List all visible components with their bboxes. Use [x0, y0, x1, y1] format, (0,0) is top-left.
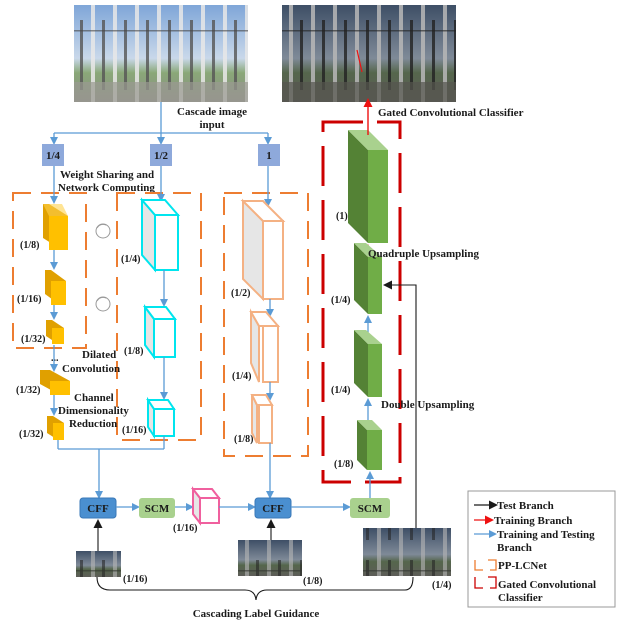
green-block-3: [354, 330, 382, 397]
green-block-4: [357, 420, 382, 470]
weight-sharing-icon-1: [95, 223, 111, 239]
svg-text:Classifier: Classifier: [498, 592, 543, 604]
reduction-label-3: Reduction: [69, 418, 117, 430]
green-block-label: (1/4): [331, 385, 350, 396]
thumb-label: (1/8): [303, 576, 322, 587]
svg-text:Training Branch: Training Branch: [494, 515, 572, 527]
cyan-block-label: (1/4): [121, 254, 140, 265]
weight-sharing-label-2: Network Computing: [58, 182, 155, 194]
svg-text:CFF: CFF: [87, 503, 109, 515]
svg-text:Training and Testing: Training and Testing: [497, 529, 595, 541]
merge-arrows-1: [57, 436, 165, 499]
cyan-block-label: (1/16): [122, 425, 146, 436]
green-block-2: [354, 243, 382, 314]
svg-text:SCM: SCM: [358, 503, 383, 515]
double-label: Double Upsampling: [381, 399, 475, 411]
svg-text:1/2: 1/2: [154, 150, 169, 162]
label-thumb-1-4: [363, 528, 451, 576]
green-block-label: (1/4): [331, 295, 350, 306]
svg-text:PP-LCNet: PP-LCNet: [498, 560, 547, 572]
svg-text:CFF: CFF: [262, 503, 284, 515]
yellow-block-label: (1/8): [20, 240, 39, 251]
scm-box-2: SCM: [350, 498, 390, 518]
peach-block-1-8: [250, 394, 274, 444]
yellow-block-1-8: [43, 204, 68, 250]
scale-box-quarter: 1/4: [42, 144, 64, 166]
pink-block-label: (1/16): [173, 523, 197, 534]
thumb-label: (1/16): [123, 574, 147, 585]
cff-box-1: CFF: [79, 497, 117, 519]
cyan-block-label: (1/8): [124, 346, 143, 357]
legend-item-test: Test Branch: [474, 500, 554, 512]
guidance-caption: Cascading Label Guidance: [193, 608, 320, 620]
dilated-label-2: Convolution: [62, 363, 120, 375]
legend-item-training: Training Branch: [474, 515, 572, 527]
branch-full: (1/2) (1/4) (1/8): [231, 166, 286, 499]
pplcnet-bracket-quarter: [12, 192, 87, 349]
green-block-label: (1/8): [334, 459, 353, 470]
branch-quarter: (1/8) (1/16) (1/32) ... Dilated Convolut…: [16, 166, 129, 440]
green-block-1: [348, 130, 388, 243]
scale-box-full: 1: [258, 144, 280, 166]
input-image: [74, 5, 248, 102]
svg-text:Gated Convolutional: Gated Convolutional: [498, 579, 596, 591]
peach-block-label: (1/4): [232, 371, 251, 382]
legend-item-train-test: Training and Testing Branch: [474, 529, 595, 554]
weight-sharing-label-1: Weight Sharing and: [60, 169, 154, 181]
output-image: [282, 5, 456, 102]
yellow-block-1-16: [45, 270, 66, 305]
cff-box-2: CFF: [254, 497, 292, 519]
yellow-block-label: (1/32): [21, 334, 45, 345]
quadruple-label: Quadruple Upsampling: [368, 248, 479, 260]
label-thumb-1-8: [238, 540, 302, 576]
peach-block-1-2: [240, 198, 286, 302]
legend: Test Branch Training Branch Training and…: [467, 490, 616, 608]
thumb-label: (1/4): [432, 580, 451, 591]
yellow-block-1-32-a: [46, 320, 64, 344]
peach-block-1-4: [249, 308, 281, 383]
yellow-block-label: (1/32): [16, 385, 40, 396]
cyan-block-1-4: [139, 197, 181, 273]
svg-text:Test Branch: Test Branch: [497, 500, 554, 512]
svg-text:1/4: 1/4: [46, 150, 61, 162]
output-label: Gated Convolutional Classifier: [378, 107, 524, 119]
pink-block-1-16: [190, 486, 222, 526]
legend-item-gcc: Gated Convolutional Classifier: [474, 576, 596, 604]
cyan-block-1-8: [143, 304, 177, 360]
scale-box-half: 1/2: [150, 144, 172, 166]
decoder: (1) (1/4) Quadruple Upsampling (1/4) Dou…: [331, 98, 479, 498]
cyan-block-1-16: [146, 396, 176, 440]
pplcnet-bracket-full: [223, 192, 309, 457]
peach-block-label: (1/8): [234, 434, 253, 445]
svg-text:1: 1: [266, 150, 272, 162]
reduction-label-2: Dimensionality: [58, 405, 129, 417]
legend-item-pplcnet: PP-LCNet: [474, 559, 547, 572]
yellow-block-label: (1/16): [17, 294, 41, 305]
svg-text:SCM: SCM: [145, 503, 170, 515]
svg-text:Branch: Branch: [497, 542, 532, 554]
branch-half: (1/4) (1/8) (1/16): [121, 166, 181, 440]
pplcnet-bracket-half: [116, 192, 202, 441]
green-block-label: (1): [336, 211, 348, 222]
weight-sharing-icon-2: [95, 296, 111, 312]
yellow-block-label: (1/32): [19, 429, 43, 440]
gcc-bracket: [321, 120, 402, 484]
reduction-label-1: Channel: [74, 392, 114, 404]
yellow-block-1-32-c: [47, 416, 64, 440]
scm-box-1: SCM: [139, 498, 175, 518]
ellipsis: ...: [51, 353, 59, 364]
dilated-label-1: Dilated: [82, 349, 116, 361]
label-thumb-1-16: [76, 551, 121, 577]
peach-block-label: (1/2): [231, 288, 250, 299]
test-branch-arrow: [383, 280, 417, 528]
guidance-brace: [96, 576, 414, 601]
yellow-block-1-32-b: [40, 370, 70, 395]
input-split-arrows: [50, 102, 272, 145]
